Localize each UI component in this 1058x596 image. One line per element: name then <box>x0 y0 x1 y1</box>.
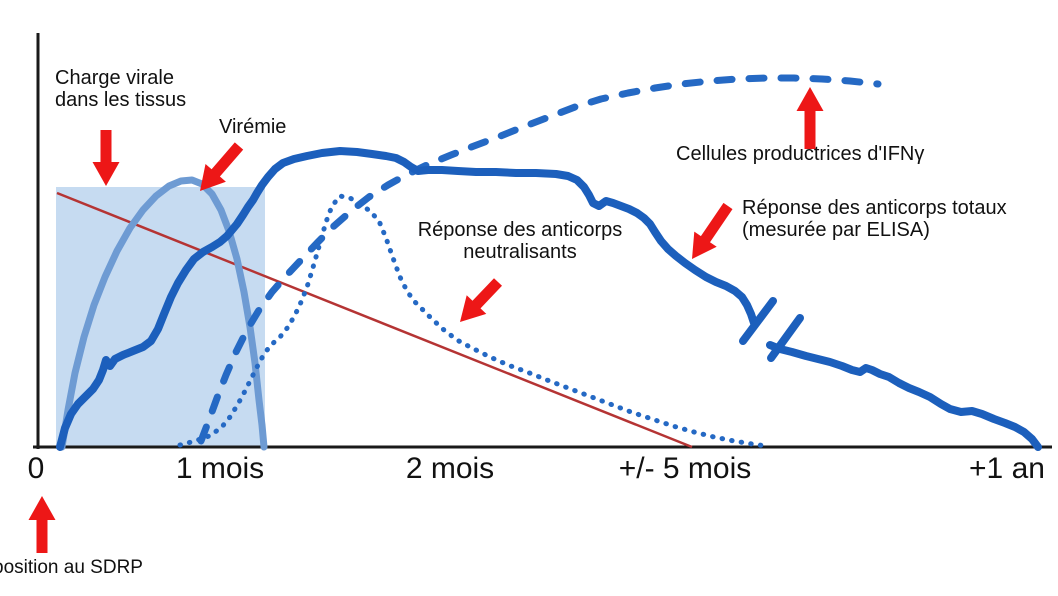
curve-charge-virale-dans-les-tissus <box>56 191 693 449</box>
arrow-neutralisants <box>460 278 502 322</box>
x-tick-1-an: +1 an <box>969 452 1045 485</box>
label-anticorps-totaux-elisa: Réponse des anticorps totaux (mesurée pa… <box>742 197 1007 241</box>
curve-cellules-productrices-d-ifn <box>197 74 882 445</box>
label-viremie: Virémie <box>219 116 287 138</box>
curve-r-ponse-des-anticorps-totaux-mesur-e-par-elisa-break-mark <box>739 297 777 345</box>
label-anticorps-neutralisants: Réponse des anticorps neutralisants <box>417 219 623 263</box>
arrow-charge-virale <box>92 130 120 186</box>
curve-r-ponse-des-anticorps-totaux-mesur-e-par-elisa <box>56 147 758 451</box>
arrow-ifn <box>796 87 824 149</box>
curve-r-ponse-des-anticorps-totaux-mesur-e-par-elisa <box>766 341 1042 451</box>
arrow-viremie <box>200 142 244 191</box>
x-tick-5-mois: +/- 5 mois <box>618 452 752 485</box>
curve-r-ponse-des-anticorps-totaux-mesur-e-par-elisa-break-mark <box>767 314 804 362</box>
x-tick-0: 0 <box>27 452 45 485</box>
label-cellules-ifn: Cellules productrices d'IFNγ <box>676 143 925 165</box>
curve-vir-mie <box>58 176 268 451</box>
x-tick-2-mois: 2 mois <box>405 452 495 485</box>
label-charge-virale: Charge virale dans les tissus <box>55 67 187 111</box>
arrow-exposition <box>28 496 56 553</box>
curve-r-ponse-des-anticorps-neutralisants <box>177 193 769 449</box>
arrow-elisa <box>692 202 733 259</box>
x-tick-1-mois: 1 mois <box>175 452 265 485</box>
label-exposition-sdrp: position au SDRP <box>0 557 143 578</box>
